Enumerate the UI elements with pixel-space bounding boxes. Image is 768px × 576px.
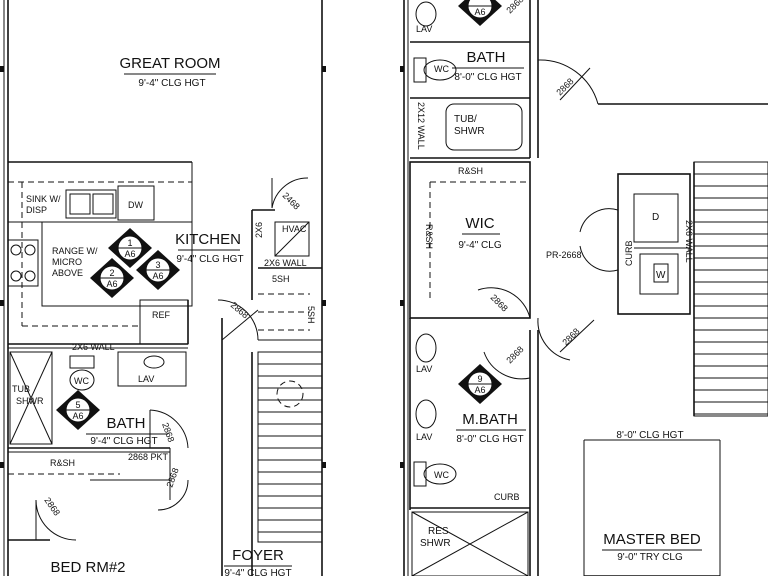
wall-2x6-kitchen: 2X6 WALL <box>264 258 307 268</box>
wc-toilet <box>69 369 95 391</box>
marker-sheet: A6 <box>152 271 163 281</box>
shwr-label: SHWR <box>16 396 44 406</box>
wic-ceiling: 9'-4" CLG <box>458 240 501 251</box>
wic-title: WIC <box>465 215 494 232</box>
section-marker: 9A6 <box>458 364 502 404</box>
lav-sink <box>143 355 165 369</box>
lav-label-bath: LAV <box>138 374 154 384</box>
right-plan-walls <box>403 0 768 576</box>
marker-sheet: A6 <box>474 385 485 395</box>
rsh-wic-left: R&SH <box>424 224 434 249</box>
marker-number: 9 <box>477 374 482 384</box>
great-room-ceiling: 9'-4" CLG HGT <box>138 78 205 89</box>
wc-label-bath: WC <box>74 376 89 386</box>
marker-number: 2 <box>109 268 114 278</box>
lav-label-1: LAV <box>416 364 432 374</box>
wc-tank <box>69 355 95 369</box>
master-bed-title: MASTER BED <box>603 531 701 548</box>
curb-vertical: CURB <box>624 240 634 266</box>
kitchen-ceiling: 9'-4" CLG HGT <box>176 254 243 265</box>
door-tag-hvac: 2468 <box>281 190 302 211</box>
master-bed-ceiling-top: 8'-0" CLG HGT <box>616 430 683 441</box>
section-marker: 2A6 <box>90 258 134 298</box>
great-room-title: GREAT ROOM <box>119 55 220 72</box>
wall-2x12: 2X12 WALL <box>416 102 426 150</box>
marker-sheet: A6 <box>72 411 83 421</box>
wc-label-upper: WC <box>434 64 449 74</box>
range-label-2: MICRO <box>52 257 82 267</box>
marker-sheet: A6 <box>474 7 485 17</box>
tub-label: TUB <box>12 384 30 394</box>
wall-2x6-right: 2X6 WALL <box>684 220 694 263</box>
bath-title: BATH <box>107 415 146 432</box>
disp-label: DISP <box>26 205 47 215</box>
lav-label-2: LAV <box>416 432 432 442</box>
sink-label: SINK W/ <box>26 194 61 204</box>
5sh-label: 5SH <box>272 274 290 284</box>
bath-ceiling: 9'-4" CLG HGT <box>90 436 157 447</box>
edge-ticks <box>0 66 404 468</box>
section-marker: A6 <box>458 0 502 26</box>
door-swings-right <box>477 59 619 380</box>
curb-mbath: CURB <box>494 492 520 502</box>
range-label-3: ABOVE <box>52 268 83 278</box>
bath-upper-title: BATH <box>467 49 506 66</box>
range-label-1: RANGE W/ <box>52 246 98 256</box>
tubshwr-label-2: SHWR <box>454 126 485 137</box>
marker-number: 3 <box>155 260 160 270</box>
stair-treads <box>258 363 322 533</box>
section-marker: 1A6 <box>108 228 152 268</box>
stair-post <box>276 380 304 408</box>
door-tag-mbath: 2868 <box>504 344 525 365</box>
door-tag-bed2: 2868 <box>42 495 62 517</box>
stair-treads-right <box>694 173 768 415</box>
marker-sheet: A6 <box>106 279 117 289</box>
marker-sheet: A6 <box>124 249 135 259</box>
lav-label-upper: LAV <box>416 24 432 34</box>
washer-label: W <box>656 270 666 281</box>
door-tag-bed: 2868 <box>560 326 581 347</box>
bed2-title: BED RM#2 <box>50 559 125 576</box>
foyer-title: FOYER <box>232 547 284 564</box>
hvac-label: HVAC <box>282 224 307 234</box>
wall-2x6-vertical: 2X6 <box>254 222 264 238</box>
wc-label-mbath: WC <box>434 470 449 480</box>
kitchen-title: KITCHEN <box>175 231 241 248</box>
mbath-title: M.BATH <box>462 411 518 428</box>
mbath-ceiling: 8'-0" CLG HGT <box>456 434 523 445</box>
master-bed-ceiling: 9'-0" TRY CLG <box>617 552 683 563</box>
pr-label: PR-2668 <box>546 250 582 260</box>
5sh-vertical: 5SH <box>306 306 316 324</box>
door-tag-wic: 2868 <box>489 292 510 313</box>
foyer-ceiling: 9'-4" CLG HGT <box>224 568 291 576</box>
tubshwr-label-1: TUB/ <box>454 114 477 125</box>
section-marker: 3A6 <box>136 250 180 290</box>
res-label-1: RES <box>428 526 449 537</box>
door-tag-foyer: 2868 <box>229 300 251 321</box>
ref-label: REF <box>152 310 171 320</box>
marker-number: 1 <box>127 238 132 248</box>
right-fixtures <box>413 1 457 487</box>
dryer-label: D <box>652 212 659 223</box>
pkt-label: 2868 PKT <box>128 452 169 462</box>
range-burners <box>7 239 39 287</box>
door-swings-left <box>35 177 309 541</box>
bath-upper-ceiling: 8'-0" CLG HGT <box>454 72 521 83</box>
refrigerator <box>139 299 189 345</box>
kitchen-sink <box>65 189 117 219</box>
door-tag-bath-2: 2868 <box>164 466 180 488</box>
door-tag-bath: 2868 <box>160 421 176 443</box>
section-marker: 5A6 <box>56 390 100 430</box>
marker-number: 5 <box>75 400 80 410</box>
door-tag-top: 2868 <box>504 0 525 15</box>
rsh-wic-top: R&SH <box>458 166 483 176</box>
rsh-bath: R&SH <box>50 458 75 468</box>
wall-2x6-bath: 2X6 WALL <box>72 342 115 352</box>
res-label-2: SHWR <box>420 538 451 549</box>
dw-label: DW <box>128 200 143 210</box>
dishwasher <box>117 185 155 221</box>
